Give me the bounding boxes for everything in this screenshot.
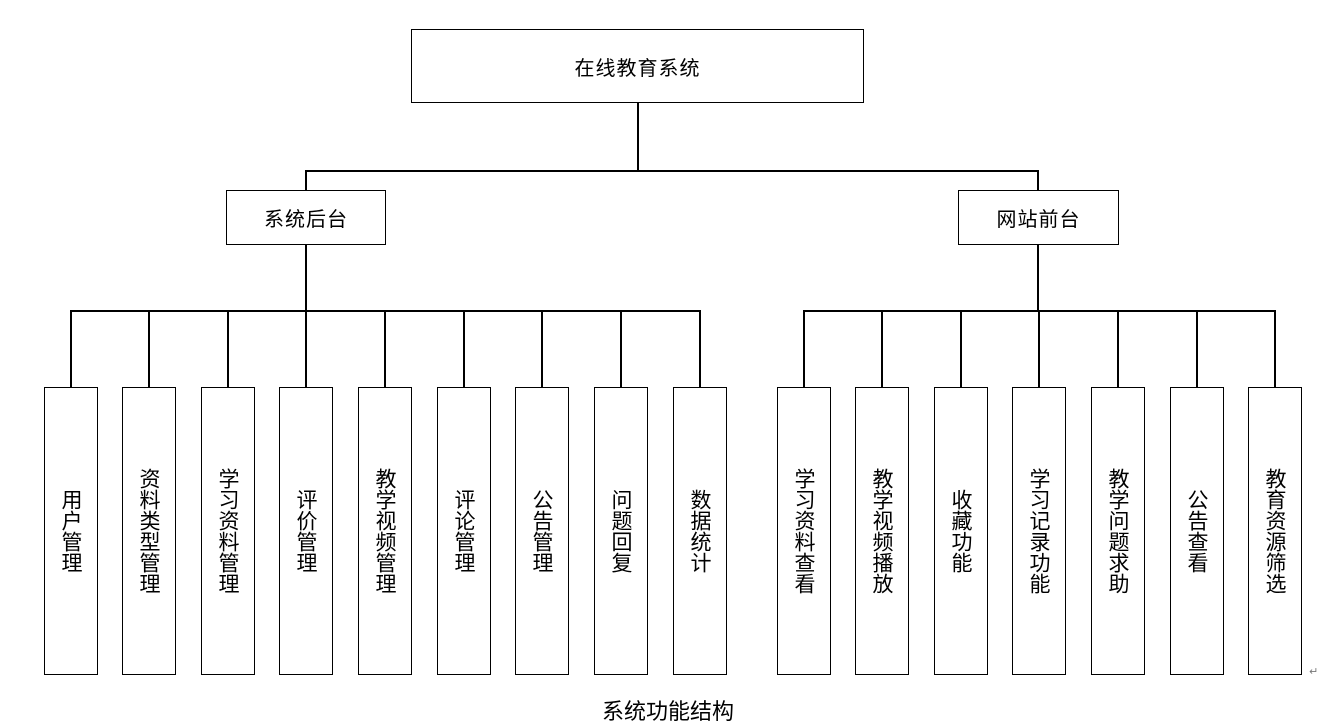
leaf-backend-question-reply: 问题回复 (594, 387, 648, 675)
leaf-backend-rating-mgmt: 评价管理 (279, 387, 333, 675)
connector-frontend-leaf (960, 310, 962, 387)
leaf-backend-data-stats: 数据统计 (673, 387, 727, 675)
connector-to-frontend (1037, 170, 1039, 190)
paragraph-mark: ↵ (1309, 665, 1319, 678)
connector-root-horizontal (305, 170, 1038, 172)
leaf-frontend-video-play: 教学视频播放 (855, 387, 909, 675)
connector-backend-down (305, 245, 307, 310)
function-structure-diagram: 在线教育系统 系统后台 网站前台 用户管理 资料类型管理 学习资料管理 评价管理… (44, 29, 1319, 725)
leaf-backend-study-material-mgmt: 学习资料管理 (201, 387, 255, 675)
leaf-frontend-study-record: 学习记录功能 (1012, 387, 1066, 675)
root-node: 在线教育系统 (411, 29, 864, 103)
leaf-frontend-favorites: 收藏功能 (934, 387, 988, 675)
connector-root-down (637, 103, 639, 170)
connector-backend-leaf (541, 310, 543, 387)
connector-to-backend (305, 170, 307, 190)
leaf-backend-video-mgmt: 教学视频管理 (358, 387, 412, 675)
connector-backend-leaf (305, 310, 307, 387)
connector-frontend-leaf (1274, 310, 1276, 387)
connector-frontend-leaf (1117, 310, 1119, 387)
connector-backend-leaf (463, 310, 465, 387)
branch-node-backend: 系统后台 (226, 190, 386, 245)
figure-caption: 系统功能结构 (601, 700, 734, 725)
connector-backend-leaf (148, 310, 150, 387)
connector-frontend-leaf (803, 310, 805, 387)
leaf-backend-material-type-mgmt: 资料类型管理 (122, 387, 176, 675)
connector-backend-leaf (384, 310, 386, 387)
branch-node-frontend: 网站前台 (958, 190, 1119, 245)
leaf-backend-user-mgmt: 用户管理 (44, 387, 98, 675)
connector-backend-leaf (70, 310, 72, 387)
leaf-frontend-material-view: 学习资料查看 (777, 387, 831, 675)
connector-backend-leaf (620, 310, 622, 387)
connector-frontend-down (1037, 245, 1039, 310)
connector-backend-leaf (699, 310, 701, 387)
leaf-backend-comment-mgmt: 评论管理 (437, 387, 491, 675)
connector-frontend-leaf (1196, 310, 1198, 387)
leaf-backend-notice-mgmt: 公告管理 (515, 387, 569, 675)
leaf-frontend-resource-filter: 教育资源筛选 (1248, 387, 1302, 675)
leaf-frontend-notice-view: 公告查看 (1170, 387, 1224, 675)
connector-backend-leaf (227, 310, 229, 387)
leaf-frontend-question-help: 教学问题求助 (1091, 387, 1145, 675)
connector-frontend-leaf (1038, 310, 1040, 387)
connector-frontend-leaf (881, 310, 883, 387)
